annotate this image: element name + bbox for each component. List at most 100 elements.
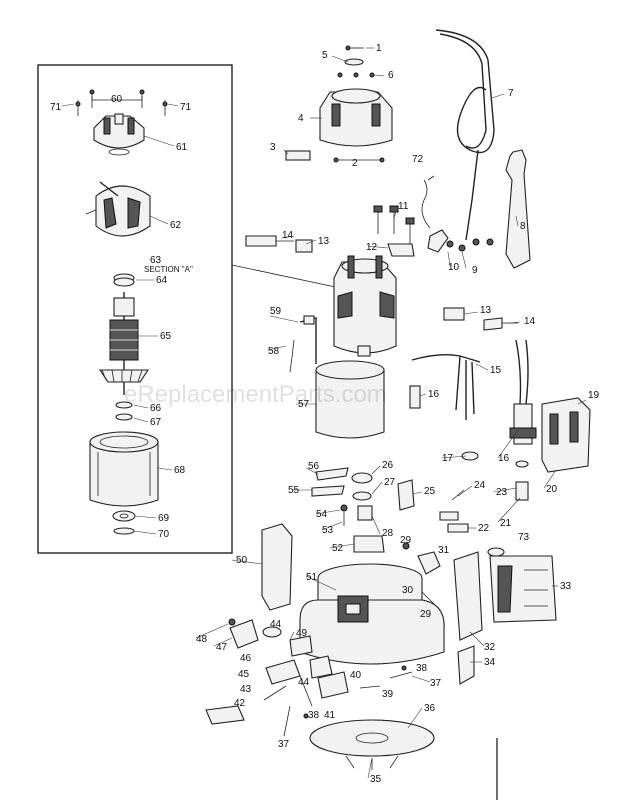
leader-line	[269, 315, 299, 323]
mid-small-parts	[311, 460, 529, 611]
part-label-15: 15	[490, 365, 502, 376]
part-label-37: 37	[430, 678, 442, 689]
leader-line	[463, 311, 479, 315]
part-label-2: 2	[352, 158, 358, 169]
leader-line	[149, 215, 169, 225]
leader-line	[329, 543, 355, 549]
watermark: eReplacementParts.com	[124, 381, 387, 408]
motor-cap-group	[285, 45, 393, 163]
part-label-13b: 13	[480, 305, 492, 316]
part-label-30: 30	[402, 585, 414, 596]
part-label-36: 36	[424, 703, 436, 714]
part-label-67: 67	[150, 417, 162, 428]
part-label-56: 56	[308, 461, 320, 472]
part-label-43: 43	[240, 684, 252, 695]
leader-line	[497, 429, 519, 459]
part-label-16b: 16	[498, 453, 510, 464]
part-label-27: 27	[384, 477, 396, 488]
leader-line	[321, 521, 343, 531]
leader-line	[61, 103, 75, 107]
leader-line	[315, 509, 341, 515]
part-label-34: 34	[484, 657, 496, 668]
section-a-label: SECTION "A"	[144, 265, 193, 274]
part-label-62: 62	[170, 220, 182, 231]
leader-line	[213, 637, 233, 647]
part-label-47: 47	[216, 642, 228, 653]
section-a-inset	[37, 64, 341, 554]
leader-line	[167, 103, 179, 107]
leader-line	[469, 631, 485, 647]
part-label-19: 19	[588, 390, 600, 401]
part-label-51: 51	[306, 572, 318, 583]
part-label-53: 53	[322, 525, 334, 536]
part-label-14: 14	[282, 230, 294, 241]
leader-line	[371, 465, 381, 475]
part-label-9: 9	[472, 265, 478, 276]
leader-line	[305, 575, 337, 591]
part-label-29b: 29	[420, 609, 432, 620]
leader-line	[515, 215, 519, 227]
part-label-61: 61	[176, 142, 188, 153]
leader-line	[331, 55, 349, 63]
leader-line	[231, 559, 263, 565]
leader-line	[419, 393, 427, 397]
leader-line	[447, 251, 451, 267]
leader-line	[393, 211, 397, 219]
part-label-45: 45	[238, 669, 250, 680]
leader-line	[411, 675, 431, 683]
part-label-42: 42	[234, 698, 246, 709]
part-label-50: 50	[236, 555, 248, 566]
part-label-41: 41	[324, 710, 336, 721]
leader-line	[305, 467, 319, 475]
part-label-38: 38	[416, 663, 428, 674]
part-label-52: 52	[332, 543, 344, 554]
part-label-71: 71	[50, 102, 62, 113]
leader-line	[577, 399, 587, 405]
leader-line	[371, 515, 381, 535]
part-label-68: 68	[174, 465, 186, 476]
leader-lines	[61, 47, 587, 779]
leader-line	[461, 251, 467, 269]
part-label-24: 24	[474, 480, 486, 491]
part-label-63: 63	[150, 255, 162, 266]
part-label-49: 49	[296, 628, 308, 639]
leader-line	[367, 757, 373, 779]
leader-line	[133, 404, 149, 409]
part-label-64: 64	[156, 275, 168, 286]
depth-adjust-parts	[205, 618, 413, 737]
part-label-73: 73	[518, 532, 530, 543]
leader-line	[497, 497, 521, 523]
part-label-31: 31	[438, 545, 450, 556]
part-label-66: 66	[150, 403, 162, 414]
part-label-23: 23	[496, 487, 508, 498]
part-label-1: 1	[376, 43, 382, 54]
part-label-10: 10	[448, 262, 460, 273]
cord-and-wrench	[421, 29, 531, 269]
part-label-17: 17	[442, 453, 454, 464]
part-label-72: 72	[412, 154, 424, 165]
part-label-32: 32	[484, 642, 496, 653]
sub-base	[309, 719, 498, 800]
part-label-22: 22	[478, 523, 490, 534]
leader-line	[135, 515, 157, 519]
part-label-40: 40	[350, 670, 362, 681]
leader-line	[283, 149, 289, 155]
part-label-35: 35	[370, 774, 382, 785]
leader-line	[133, 530, 157, 535]
part-label-44b: 44	[298, 677, 310, 688]
part-label-29: 29	[400, 535, 412, 546]
part-label-57: 57	[298, 399, 310, 410]
leader-line	[475, 363, 489, 371]
part-label-48: 48	[196, 634, 208, 645]
part-label-6: 6	[388, 70, 394, 81]
leader-line	[305, 239, 317, 245]
leader-line	[493, 487, 517, 493]
part-label-58: 58	[268, 346, 280, 357]
leader-line	[289, 631, 295, 641]
part-label-20: 20	[546, 484, 558, 495]
leader-line	[133, 417, 149, 423]
part-label-55: 55	[288, 485, 300, 496]
leader-line	[491, 93, 505, 99]
part-label-54: 54	[316, 509, 328, 520]
part-label-37b: 37	[278, 739, 290, 750]
